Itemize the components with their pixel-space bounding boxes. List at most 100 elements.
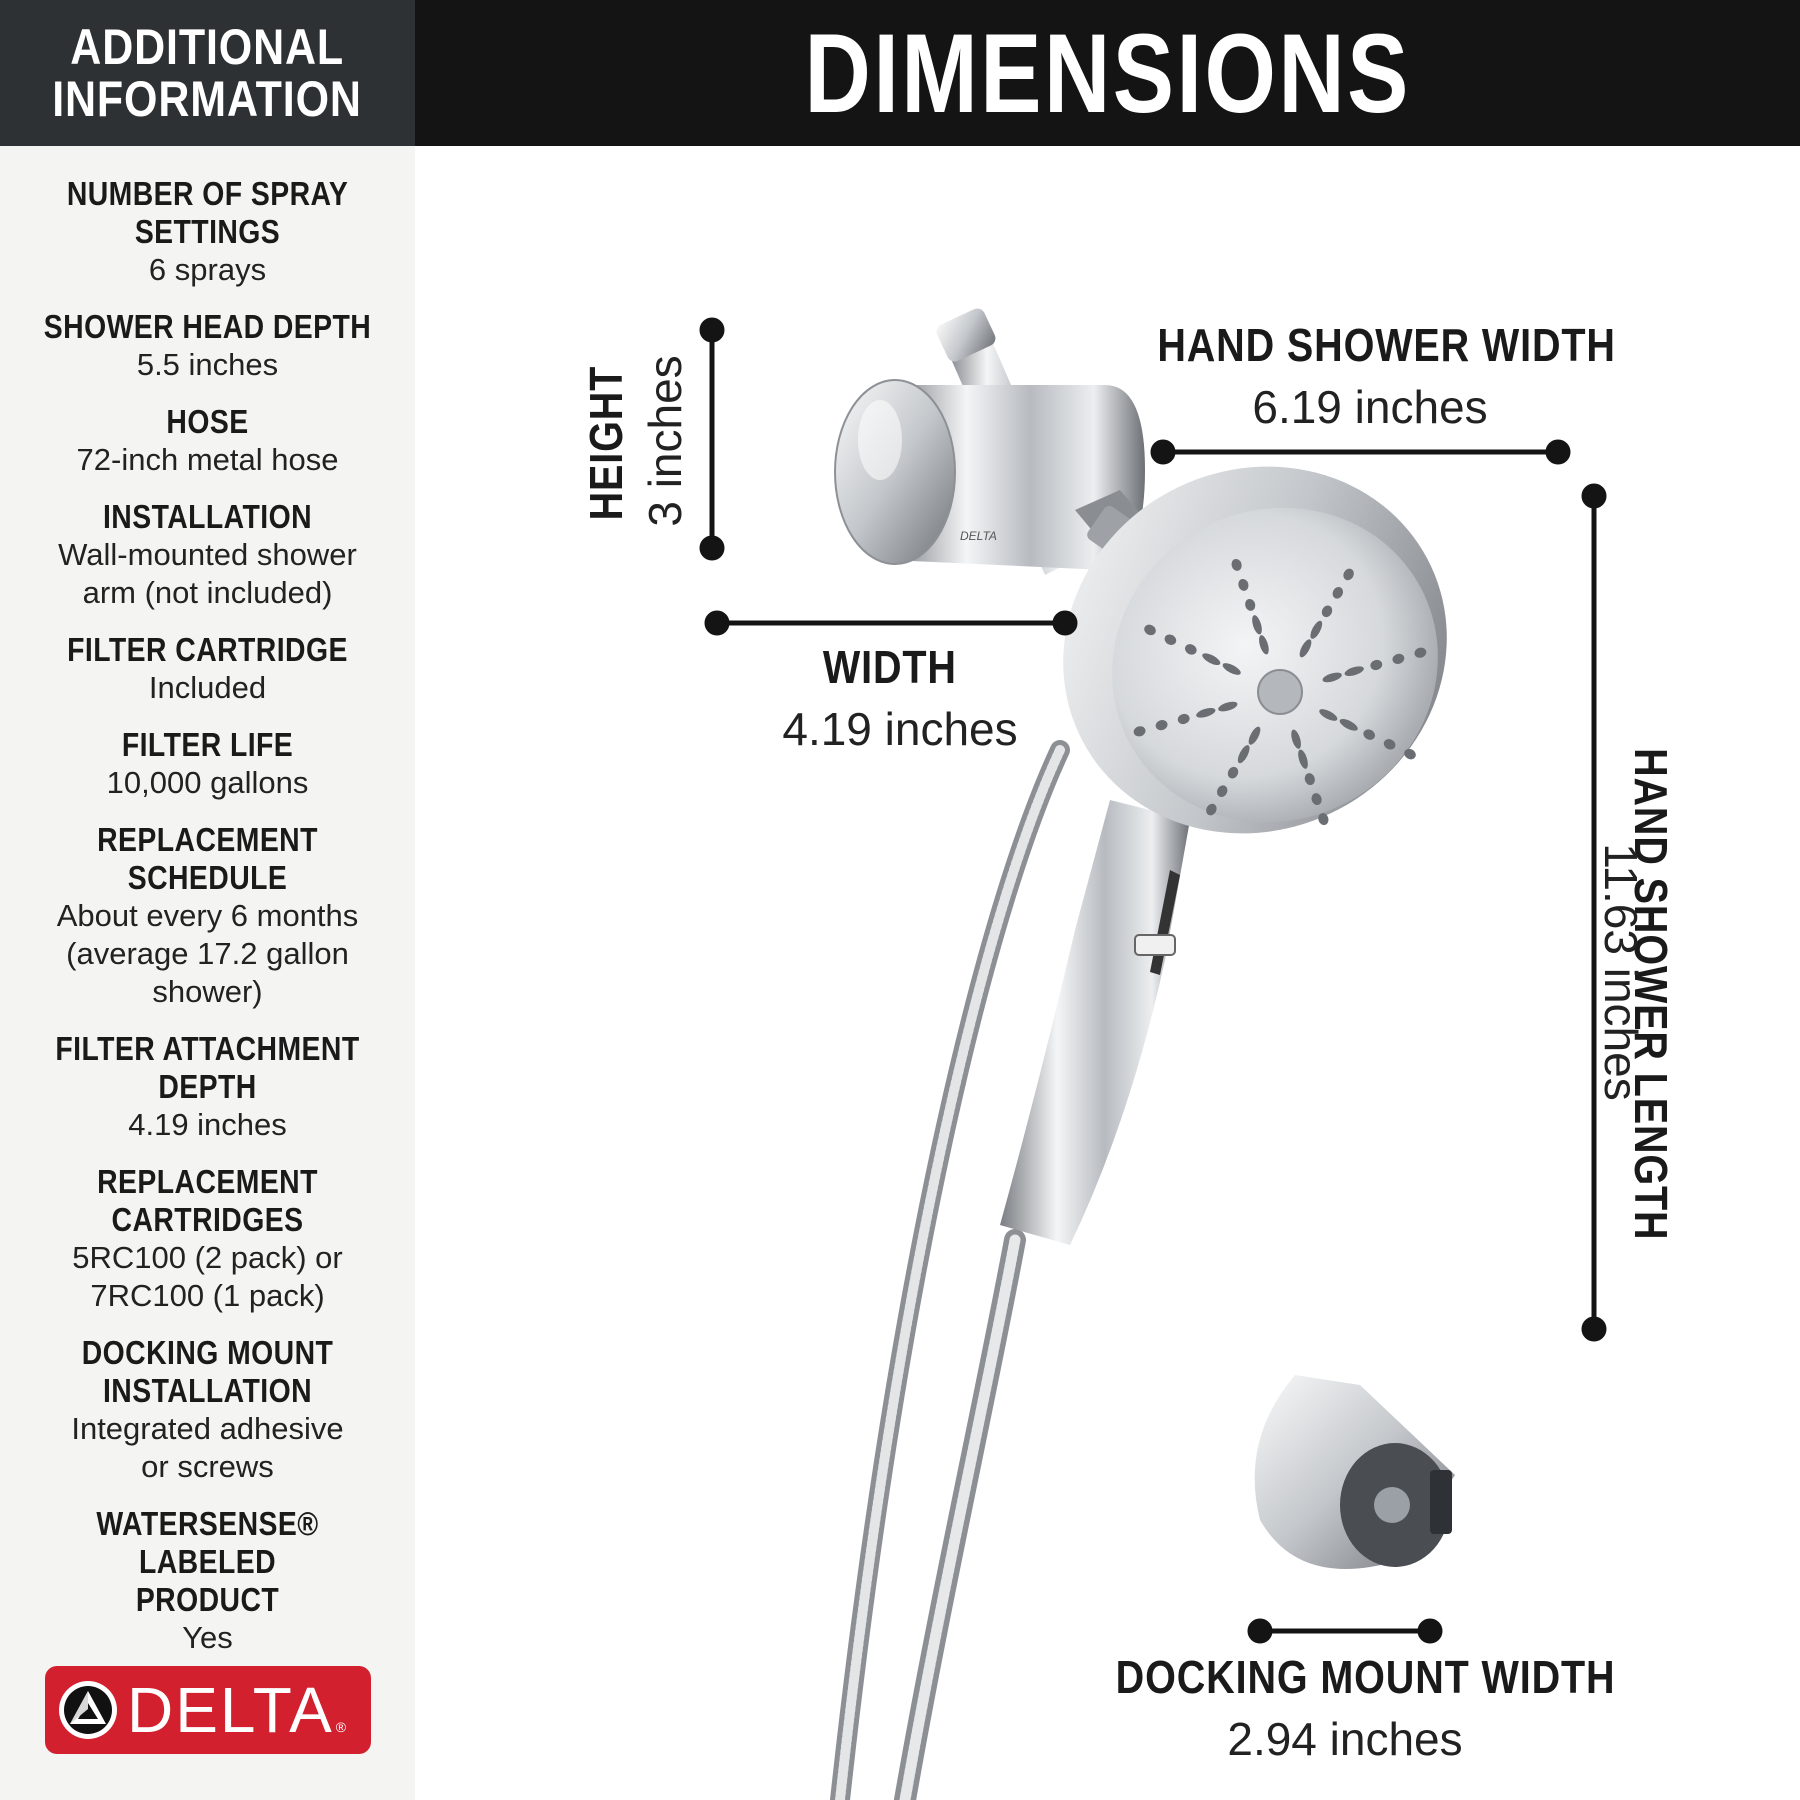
dimension-lines (699, 317, 1607, 1644)
docking-mount (1254, 1375, 1455, 1569)
spec-value: Included (148, 670, 267, 705)
spray-nozzle (1164, 634, 1177, 645)
spec-label: SHOWER HEAD DEPTH (43, 308, 372, 345)
spec-value: 4.19 inches (128, 1107, 287, 1142)
spray-nozzle (1227, 766, 1239, 779)
spray-nozzle (1155, 720, 1168, 731)
spray-nozzle (1298, 749, 1308, 769)
sidebar-header: ADDITIONAL INFORMATION (0, 0, 415, 146)
spray-nozzle (1237, 745, 1250, 764)
spec-value: 5RC100 (2 pack) or 7RC100 (1 pack) (72, 1240, 343, 1313)
hand-shower-length-value: 11.63 inches (1595, 843, 1647, 1101)
height-value: 3 inches (639, 355, 691, 527)
spec-label: REPLACEMENT SCHEDULE (97, 821, 318, 896)
spray-nozzle (1222, 663, 1241, 675)
filter-housing: DELTA (834, 379, 1145, 570)
spray-nozzle (1332, 587, 1344, 599)
spray-nozzle (1404, 748, 1416, 760)
hand-shower-handle (1000, 800, 1190, 1245)
sidebar-header-line2: INFORMATION (52, 71, 363, 127)
spray-nozzle (1245, 598, 1256, 611)
filter-housing-logo: DELTA (960, 529, 997, 543)
spray-nozzle (1259, 635, 1269, 655)
page-title: DIMENSIONS (804, 10, 1411, 136)
spec-value: 5.5 inches (136, 347, 279, 382)
spray-nozzle (1383, 739, 1396, 750)
delta-triangle-icon (59, 1681, 117, 1739)
spec-label: DOCKING MOUNT INSTALLATION (81, 1334, 334, 1409)
additional-info-sidebar: ADDITIONAL INFORMATION NUMBER OF SPRAY S… (0, 0, 415, 1800)
spray-nozzle (1202, 653, 1221, 666)
spec-label: FILTER ATTACHMENT DEPTH (55, 1030, 360, 1105)
spec-label: WATERSENSE® LABELED PRODUCT (96, 1505, 319, 1618)
width-value: 4.19 inches (782, 703, 1018, 755)
spray-nozzle (1231, 558, 1242, 571)
spray-nozzle (1310, 620, 1323, 639)
spray-nozzle (1392, 653, 1405, 664)
delta-brand-logo: DELTA® (45, 1666, 371, 1754)
spray-nozzle (1322, 672, 1342, 683)
spray-nozzle (1311, 793, 1322, 806)
spray-nozzle (1363, 729, 1375, 740)
spray-nozzle (1206, 803, 1217, 816)
hand-shower-width-label: HAND SHOWER WIDTH (1157, 319, 1616, 371)
metal-hose (830, 740, 1070, 1800)
spec-label: INSTALLATION (102, 498, 313, 535)
spray-nozzle (1144, 624, 1156, 636)
spec-value: Integrated adhesive or screws (71, 1411, 344, 1484)
spec-label: REPLACEMENT CARTRIDGES (97, 1163, 318, 1238)
spray-nozzle (1318, 813, 1329, 826)
spec-label: FILTER CARTRIDGE (67, 631, 348, 668)
spec-label: NUMBER OF SPRAY SETTINGS (66, 175, 349, 250)
spec-value: 10,000 gallons (106, 765, 309, 800)
spec-label: FILTER LIFE (121, 726, 294, 763)
spray-nozzle (1133, 726, 1146, 737)
spec-value: Yes (182, 1620, 233, 1655)
spec-value: About every 6 months (average 17.2 gallo… (56, 898, 359, 1009)
spray-nozzle (1321, 605, 1333, 618)
spray-nozzle (1304, 773, 1315, 786)
spray-nozzle (1196, 707, 1216, 718)
spray-nozzle (1238, 578, 1249, 591)
spec-value: Wall-mounted shower arm (not included) (58, 537, 357, 610)
spray-nozzle (1343, 568, 1354, 581)
spec-value: 72-inch metal hose (76, 442, 339, 477)
spray-nozzle (1414, 647, 1427, 658)
spray-nozzle (1319, 709, 1338, 721)
spray-nozzle (1216, 785, 1228, 797)
spray-nozzle (1248, 726, 1261, 745)
spray-nozzle (1339, 718, 1358, 731)
docking-mount-width-value: 2.94 inches (1227, 1713, 1463, 1765)
spray-nozzle (1344, 666, 1364, 677)
spray-nozzle (1218, 701, 1238, 712)
title-bar: DIMENSIONS (415, 0, 1800, 146)
brand-name: DELTA® (127, 1674, 349, 1746)
spray-nozzle (1185, 644, 1197, 655)
spray-nozzle (1291, 729, 1301, 749)
height-label: HEIGHT (580, 365, 632, 521)
sidebar-header-line1: ADDITIONAL (70, 19, 345, 75)
spray-nozzle (1299, 639, 1312, 658)
spec-value: 6 sprays (148, 252, 267, 287)
hand-shower-head (1063, 466, 1447, 834)
docking-mount-width-label: DOCKING MOUNT WIDTH (1115, 1651, 1616, 1703)
hand-shower-width-value: 6.19 inches (1252, 381, 1488, 433)
spray-nozzle (1177, 713, 1190, 725)
spray-nozzle (1252, 615, 1262, 635)
spray-nozzle (1370, 659, 1383, 671)
width-label: WIDTH (823, 641, 957, 693)
spec-label: HOSE (166, 403, 249, 440)
